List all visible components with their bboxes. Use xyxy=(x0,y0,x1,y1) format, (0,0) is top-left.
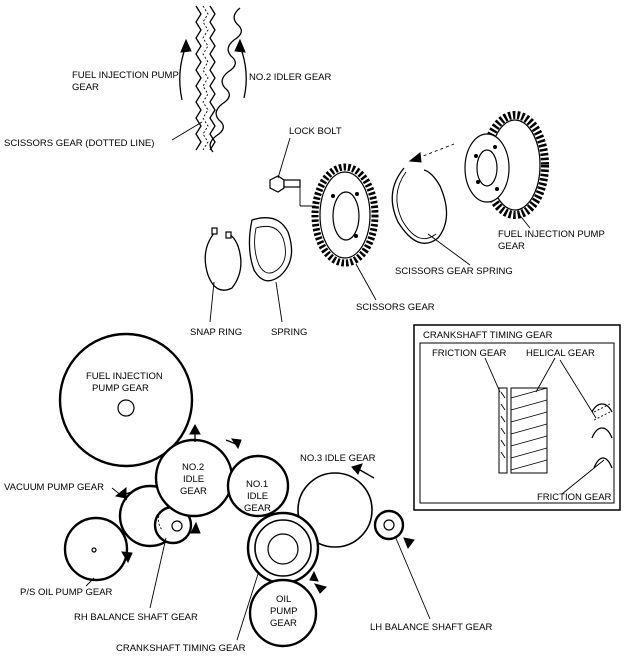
no3-idle-gear xyxy=(297,472,373,548)
exploded-assembly xyxy=(204,111,549,323)
label-vacuum-pump: VACUUM PUMP GEAR xyxy=(4,482,104,493)
oil-pump-gear xyxy=(248,578,318,648)
snap-ring xyxy=(204,227,242,323)
rotation-arrow-icon xyxy=(313,583,327,594)
align-arrow-icon xyxy=(408,152,422,163)
crankshaft-inset xyxy=(413,324,621,511)
gear-train xyxy=(58,332,431,648)
rotation-arrow-icon xyxy=(351,463,363,475)
lock-bolt xyxy=(269,137,330,207)
rotation-arrow-icon xyxy=(403,537,415,550)
spring-part xyxy=(248,217,293,323)
label-lh-balance: LH BALANCE SHAFT GEAR xyxy=(370,622,492,633)
label-friction-gear-top: FRICTION GEAR xyxy=(432,348,507,359)
label-ps-oil-pump: P/S OIL PUMP GEAR xyxy=(20,587,113,598)
fuel-pump-gear-3d xyxy=(464,111,549,229)
label-spring: SPRING xyxy=(271,327,307,338)
inset-title: CRANKSHAFT TIMING GEAR xyxy=(423,330,553,341)
label-no2-idle-1: NO.2 xyxy=(182,462,204,473)
rotation-arrow-icon xyxy=(234,38,246,53)
label-no1-idle-1: NO.1 xyxy=(246,479,268,490)
label-lock-bolt: LOCK BOLT xyxy=(289,126,342,137)
label-scissors-spring: SCISSORS GEAR SPRING xyxy=(395,266,513,277)
label-fuel-pump-circle-1: FUEL INJECTION xyxy=(86,371,163,382)
label-oil-pump-2: PUMP xyxy=(270,606,297,617)
rotation-arrow-icon xyxy=(309,570,319,582)
rotation-arrow-icon xyxy=(189,423,201,435)
label-rh-balance: RH BALANCE SHAFT GEAR xyxy=(74,612,198,623)
label-no2-idle-3: GEAR xyxy=(180,486,207,497)
mesh-detail xyxy=(171,5,247,153)
label-no3-idle: NO.3 IDLE GEAR xyxy=(300,453,376,464)
label-snap-ring: SNAP RING xyxy=(190,327,242,338)
label-helical-gear: HELICAL GEAR xyxy=(526,348,595,359)
label-fuel-pump-circle-2: PUMP GEAR xyxy=(92,383,149,394)
label-oil-pump-1: OIL xyxy=(276,594,291,605)
no1-idle-gear xyxy=(226,454,290,518)
label-no2-idle-2: IDLE xyxy=(183,474,204,485)
rotation-arrow-icon xyxy=(190,521,201,534)
label-no1-idle-3: GEAR xyxy=(244,503,271,514)
label-fuel-pump-top-1: FUEL INJECTION PUMP xyxy=(72,70,179,81)
label-friction-gear-bottom: FRICTION GEAR xyxy=(537,492,612,503)
label-crankshaft-timing: CRANKSHAFT TIMING GEAR xyxy=(116,643,246,654)
label-scissors-dotted: SCISSORS GEAR (DOTTED LINE) xyxy=(4,138,154,149)
label-no1-idle-2: IDLE xyxy=(247,491,268,502)
scissors-gear-spring xyxy=(391,167,471,266)
rotation-arrow-icon xyxy=(114,486,127,499)
scissors-gear xyxy=(311,163,379,301)
label-scissors-gear: SCISSORS GEAR xyxy=(356,302,435,313)
label-fuel-pump-right-1: FUEL INJECTION PUMP xyxy=(498,229,605,240)
rotation-arrow-icon xyxy=(121,551,133,564)
label-fuel-pump-right-2: GEAR xyxy=(498,241,525,252)
rotation-arrow-icon xyxy=(180,38,192,53)
label-fuel-pump-top-2: GEAR xyxy=(72,82,99,93)
label-no2-idler: NO.2 IDLER GEAR xyxy=(249,72,331,83)
label-oil-pump-3: GEAR xyxy=(270,618,297,629)
